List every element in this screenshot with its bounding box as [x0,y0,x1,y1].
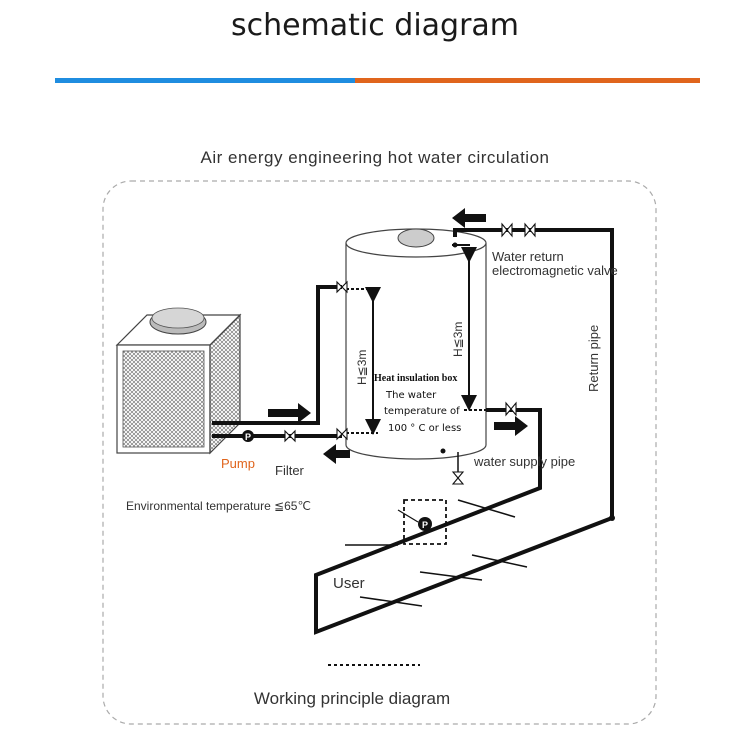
heat-pump-unit [115,307,242,455]
water-temp-line-3: 100 ° C or less [388,423,461,434]
water-tank [345,228,487,460]
height-label-left: H≦3m [355,350,369,385]
valves [284,222,536,485]
page-title: schematic diagram [230,8,520,43]
return-pipe-label: Return pipe [586,325,601,392]
flow-arrows [268,208,528,464]
water-temp-line-2: temperature of [384,406,460,417]
circulation-pump-letter: P [422,520,428,530]
water-temp-line-1: The water [385,390,437,401]
insulation-box-label: Heat insulation box [374,373,457,384]
control-box [403,499,447,545]
water-return-label-1: Water return [492,249,564,264]
env-temp-label: Environmental temperature ≦65℃ [126,499,311,513]
pump-symbol-letter: P [245,432,251,442]
accent-bar-blue [55,78,355,83]
filter-label: Filter [275,463,305,478]
pump-label: Pump [221,456,255,471]
env-temp-leader [397,509,419,523]
diagram-border [102,180,657,725]
pump-symbol [242,430,254,442]
circulation-pump-symbol [418,517,432,531]
user-label: User [333,575,365,592]
water-return-label-2: electromagnetic valve [492,263,618,278]
diagram-heading: Air energy engineering hot water circula… [201,148,550,167]
height-label-right: H≦3m [451,322,465,357]
diagram-footer: Working principle diagram [254,689,450,708]
accent-bar-orange [355,78,700,83]
junction-dots [440,242,615,521]
water-supply-label: water supply pipe [473,454,575,469]
